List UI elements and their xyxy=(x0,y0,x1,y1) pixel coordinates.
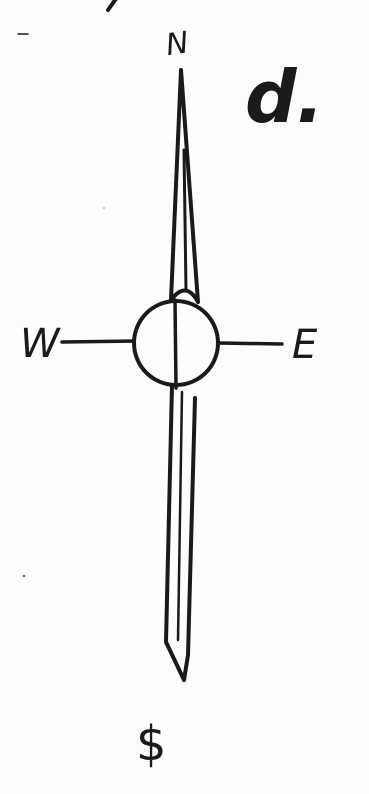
north-label: N xyxy=(164,25,191,63)
east-arm xyxy=(219,343,282,344)
paper-speck xyxy=(103,207,105,209)
north-needle-shade xyxy=(184,150,186,290)
paper-speck xyxy=(23,575,25,577)
east-label: E xyxy=(292,322,318,368)
south-label: $ xyxy=(136,716,167,772)
top-edge-mark xyxy=(108,0,118,10)
west-label: W xyxy=(20,321,61,367)
margin-note: d. xyxy=(245,55,324,139)
center-axis xyxy=(175,300,176,388)
south-needle-inner xyxy=(178,392,182,640)
west-arm xyxy=(62,341,134,342)
